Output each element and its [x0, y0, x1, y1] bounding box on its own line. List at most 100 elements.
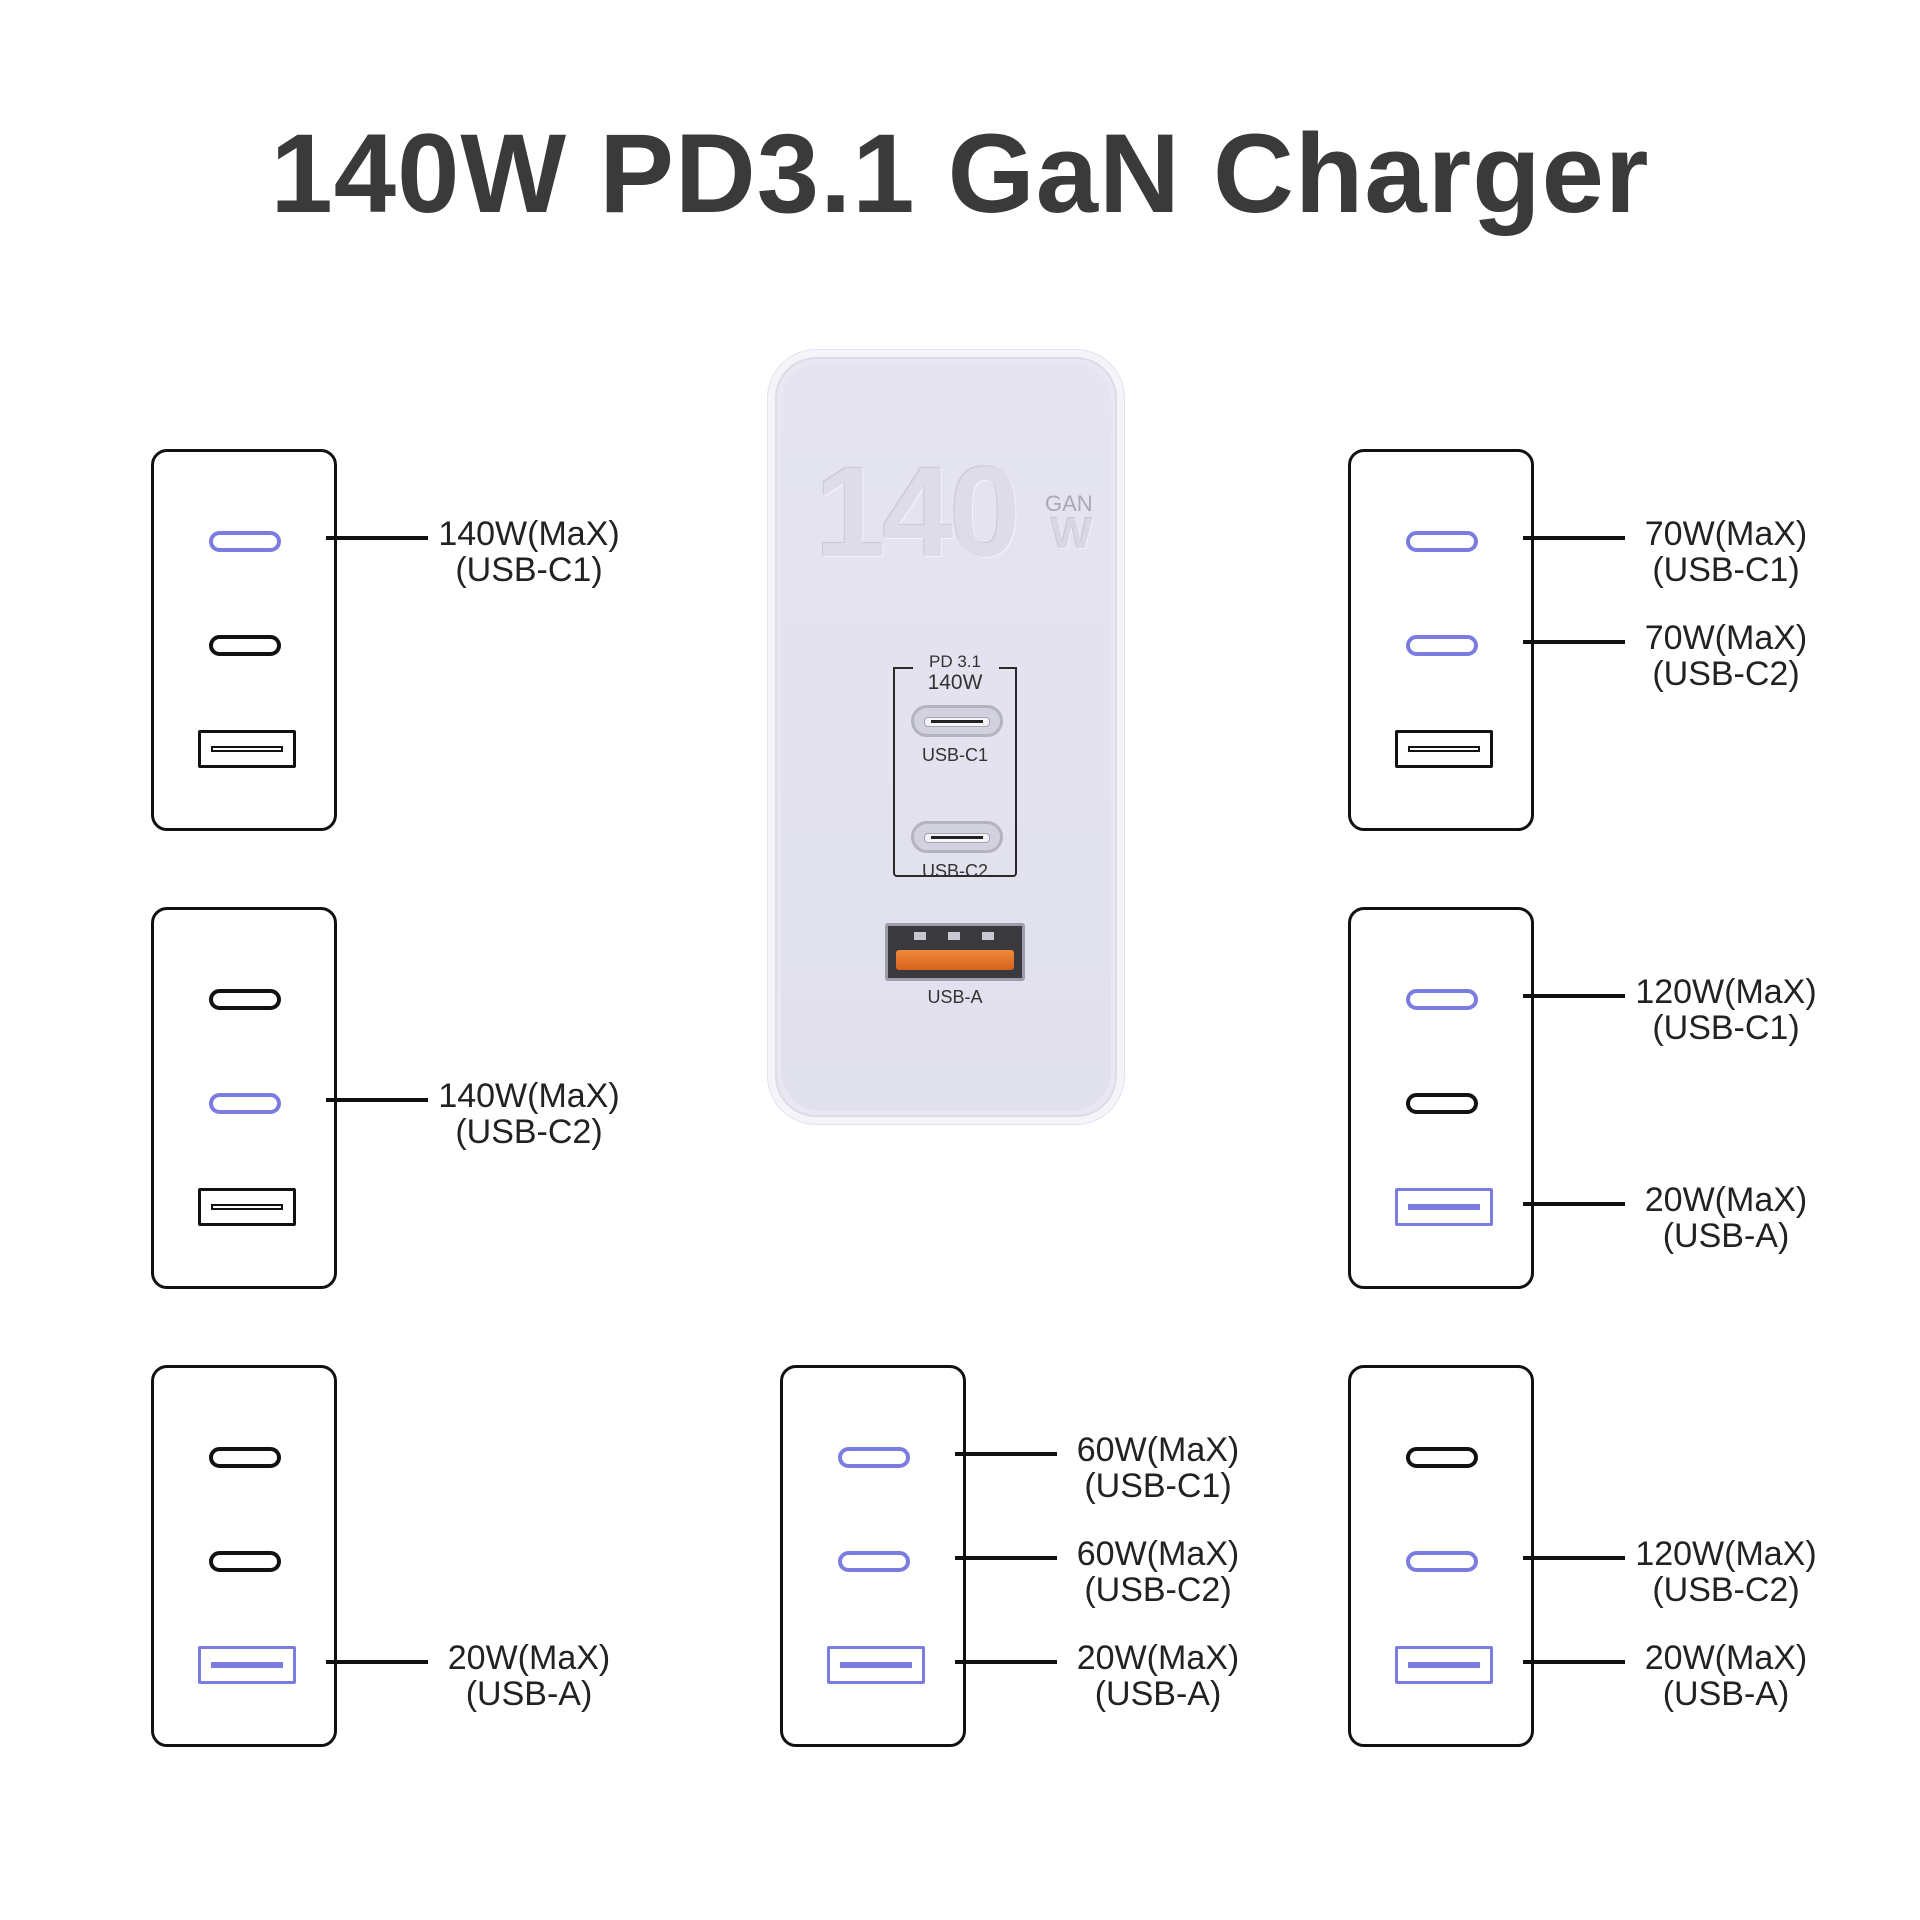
port-name: (USB-C1): [1084, 1467, 1232, 1505]
usb-a-pin: [948, 932, 960, 940]
usb-a-slot: [211, 1662, 283, 1668]
usb-c-port-icon: [1406, 1446, 1478, 1468]
usb-a-slot: [211, 746, 283, 752]
leader-line: [955, 1556, 1057, 1560]
port-name: (USB-A): [465, 1675, 593, 1713]
charger-illustration: 140 GAN W PD 3.1 140W USB-C1 USB-C2 USB-…: [768, 350, 1124, 1124]
power-value: 140W(MaX): [438, 1077, 620, 1115]
usb-a-port-icon: [1395, 730, 1493, 768]
power-value: 140W(MaX): [438, 515, 620, 553]
usb-a-port-icon: [1395, 1188, 1493, 1226]
leader-line: [326, 536, 428, 540]
charger-brand-gan: GAN: [1045, 491, 1093, 516]
power-value: 120W(MaX): [1635, 1535, 1817, 1573]
power-value: 70W(MaX): [1644, 515, 1808, 553]
config-card-c2-a: [1348, 1365, 1534, 1747]
leader-line: [326, 1660, 428, 1664]
usb-a-pin: [982, 932, 994, 940]
usb-a-slot: [1408, 746, 1480, 752]
power-label: 60W(MaX)(USB-C1): [1043, 1432, 1273, 1504]
port-name: (USB-A): [1094, 1675, 1222, 1713]
config-card-c1-only: [151, 449, 337, 831]
leader-line: [1523, 536, 1625, 540]
port-name: (USB-C2): [1652, 1571, 1800, 1609]
usb-c-port-icon: [1406, 988, 1478, 1010]
port-name: (USB-C1): [1652, 551, 1800, 589]
config-card-all-three: [780, 1365, 966, 1747]
page-title: 140W PD3.1 GaN Charger: [270, 111, 1650, 236]
pd-watt-label: 140W: [927, 671, 983, 694]
config-card-c1-a: [1348, 907, 1534, 1289]
power-label: 20W(MaX)(USB-A): [1611, 1640, 1841, 1712]
pd-bracket: [893, 667, 1017, 877]
usb-c-port-icon: [209, 634, 281, 656]
charger-port-c2-caption: USB-C2: [921, 861, 988, 881]
power-value: 60W(MaX): [1076, 1535, 1240, 1573]
power-label: 120W(MaX)(USB-C2): [1611, 1536, 1841, 1608]
usb-c-port-icon: [838, 1550, 910, 1572]
usb-a-slot: [840, 1662, 912, 1668]
power-label: 70W(MaX)(USB-C1): [1611, 516, 1841, 588]
port-name: (USB-C1): [455, 551, 603, 589]
port-name: (USB-C1): [1652, 1009, 1800, 1047]
usb-a-slot: [1408, 1204, 1480, 1210]
usb-a-port-icon: [1395, 1646, 1493, 1684]
usb-c-port-icon: [1406, 1550, 1478, 1572]
usb-a-tongue: [896, 950, 1014, 970]
port-name: (USB-A): [1662, 1217, 1790, 1255]
power-label: 120W(MaX)(USB-C1): [1611, 974, 1841, 1046]
usb-a-port-icon: [827, 1646, 925, 1684]
power-value: 20W(MaX): [447, 1639, 611, 1677]
power-value: 20W(MaX): [1644, 1181, 1808, 1219]
pd-version-label: PD 3.1: [929, 652, 981, 671]
usb-a-slot: [1408, 1662, 1480, 1668]
port-name: (USB-A): [1662, 1675, 1790, 1713]
usb-c-port-icon: [209, 1092, 281, 1114]
config-card-c2-only: [151, 907, 337, 1289]
leader-line: [955, 1452, 1057, 1456]
charger-brand-number: 140: [815, 441, 1021, 584]
leader-line: [955, 1660, 1057, 1664]
charger-port-usb-c1: [911, 705, 1003, 737]
power-label: 20W(MaX)(USB-A): [1611, 1182, 1841, 1254]
usb-a-port-icon: [198, 1646, 296, 1684]
power-value: 20W(MaX): [1076, 1639, 1240, 1677]
leader-line: [1523, 1202, 1625, 1206]
power-label: 70W(MaX)(USB-C2): [1611, 620, 1841, 692]
port-name: (USB-C2): [1084, 1571, 1232, 1609]
leader-line: [1523, 640, 1625, 644]
charger-port-usb-a: [885, 923, 1025, 981]
leader-line: [1523, 994, 1625, 998]
usb-c-port-icon: [1406, 634, 1478, 656]
usb-c-port-icon: [838, 1446, 910, 1468]
pd-bracket-top-right: [999, 667, 1017, 669]
power-value: 70W(MaX): [1644, 619, 1808, 657]
usb-c-port-icon: [209, 530, 281, 552]
leader-line: [1523, 1660, 1625, 1664]
charger-brand-w: W: [1051, 509, 1093, 558]
usb-c-port-icon: [209, 1446, 281, 1468]
power-value: 20W(MaX): [1644, 1639, 1808, 1677]
usb-c-port-icon: [1406, 1092, 1478, 1114]
port-name: (USB-C2): [455, 1113, 603, 1151]
power-label: 60W(MaX)(USB-C2): [1043, 1536, 1273, 1608]
power-label: 140W(MaX)(USB-C1): [414, 516, 644, 588]
power-label: 20W(MaX)(USB-A): [1043, 1640, 1273, 1712]
leader-line: [326, 1098, 428, 1102]
usb-c-port-icon: [1406, 530, 1478, 552]
usb-a-slot: [211, 1204, 283, 1210]
pd-bracket-top-left: [893, 667, 913, 669]
charger-port-c1-caption: USB-C1: [921, 745, 988, 765]
usb-c-port-icon: [209, 1550, 281, 1572]
usb-c-port-icon: [924, 717, 990, 727]
usb-a-port-icon: [198, 1188, 296, 1226]
usb-a-pin: [914, 932, 926, 940]
usb-c-port-icon: [209, 988, 281, 1010]
config-card-c1-c2: [1348, 449, 1534, 831]
usb-a-port-icon: [198, 730, 296, 768]
leader-line: [1523, 1556, 1625, 1560]
port-name: (USB-C2): [1652, 655, 1800, 693]
power-label: 140W(MaX)(USB-C2): [414, 1078, 644, 1150]
charger-port-usb-c2: [911, 821, 1003, 853]
power-label: 20W(MaX)(USB-A): [414, 1640, 644, 1712]
